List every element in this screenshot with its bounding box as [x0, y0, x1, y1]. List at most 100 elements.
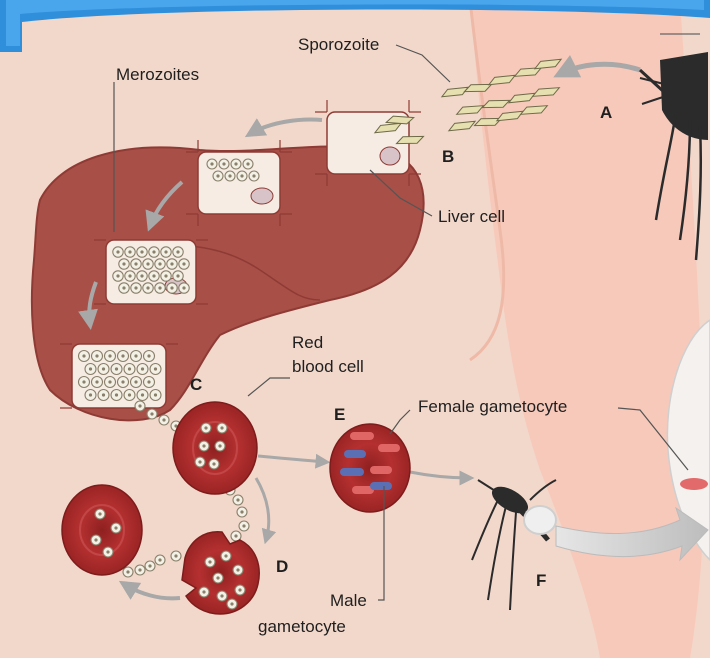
- female-gametocyte-3: [370, 466, 392, 474]
- merozoite-nucleus: [134, 380, 137, 383]
- stage-f-letter: F: [536, 571, 546, 590]
- stage-b-letter: B: [442, 147, 454, 166]
- merozoite-nucleus: [176, 250, 179, 253]
- sporozoite-label: Sporozoite: [298, 35, 379, 54]
- male-gametocyte-2: [340, 468, 364, 476]
- merozoite-nucleus: [234, 534, 237, 537]
- stage-e-letter: E: [334, 405, 345, 424]
- merozoite-nucleus: [122, 262, 125, 265]
- merozoite-nucleus: [236, 568, 239, 571]
- merozoite-nucleus: [138, 404, 141, 407]
- merozoite-nucleus: [89, 393, 92, 396]
- merozoite-nucleus: [216, 174, 219, 177]
- merozoite-nucleus: [141, 367, 144, 370]
- merozoite-nucleus: [162, 418, 165, 421]
- merozoite-nucleus: [82, 380, 85, 383]
- merozoite-nucleus: [146, 262, 149, 265]
- merozoite-nucleus: [202, 590, 205, 593]
- merozoite-nucleus: [126, 570, 129, 573]
- male-gametocyte-label-line2: gametocyte: [258, 617, 346, 636]
- merozoite-nucleus: [128, 250, 131, 253]
- merozoite-nucleus: [122, 286, 125, 289]
- merozoite-nucleus: [102, 393, 105, 396]
- merozoite-nucleus: [148, 564, 151, 567]
- merozoite-nucleus: [158, 262, 161, 265]
- merozoite-nucleus: [115, 393, 118, 396]
- merozoite-nucleus: [218, 444, 221, 447]
- merozoite-nucleus: [94, 538, 97, 541]
- female-gametocyte-label: Female gametocyte: [418, 397, 567, 416]
- merozoite-nucleus: [176, 274, 179, 277]
- merozoite-nucleus: [170, 286, 173, 289]
- mosquito-f-gut-highlight: [524, 506, 556, 534]
- merozoite-nucleus: [128, 367, 131, 370]
- red-blood-cell-left: [62, 485, 142, 575]
- merozoite-nucleus: [252, 174, 255, 177]
- merozoite-nucleus: [158, 286, 161, 289]
- merozoite-nucleus: [134, 286, 137, 289]
- female-gametocyte-2: [378, 444, 400, 452]
- red-blood-cell-label-line2: blood cell: [292, 357, 364, 376]
- merozoite-nucleus: [141, 393, 144, 396]
- merozoite-nucleus: [154, 367, 157, 370]
- merozoite-nucleus: [216, 576, 219, 579]
- merozoite-nucleus: [230, 602, 233, 605]
- merozoite-nucleus: [116, 274, 119, 277]
- red-blood-cell-label-line1: Red: [292, 333, 323, 352]
- merozoite-nucleus: [106, 550, 109, 553]
- merozoite-nucleus: [224, 554, 227, 557]
- merozoite-nucleus: [128, 393, 131, 396]
- merozoite-nucleus: [114, 526, 117, 529]
- merozoite-nucleus: [121, 380, 124, 383]
- merozoite-nucleus: [208, 560, 211, 563]
- merozoites-label: Merozoites: [116, 65, 199, 84]
- female-gametocyte-1: [350, 432, 374, 440]
- merozoite-nucleus: [152, 274, 155, 277]
- merozoite-nucleus: [134, 354, 137, 357]
- merozoite-nucleus: [152, 250, 155, 253]
- merozoite-nucleus: [116, 250, 119, 253]
- merozoite-nucleus: [115, 367, 118, 370]
- male-gametocyte-1: [344, 450, 366, 458]
- merozoite-nucleus: [95, 354, 98, 357]
- merozoite-nucleus: [212, 462, 215, 465]
- stage-c-letter: C: [190, 375, 202, 394]
- merozoite-nucleus: [174, 554, 177, 557]
- merozoite-nucleus: [95, 380, 98, 383]
- merozoite-nucleus: [164, 250, 167, 253]
- liver-cell-label: Liver cell: [438, 207, 505, 226]
- merozoite-nucleus: [182, 286, 185, 289]
- merozoite-nucleus: [182, 262, 185, 265]
- stage-a-letter: A: [600, 103, 612, 122]
- merozoite-nucleus: [154, 393, 157, 396]
- merozoite-nucleus: [140, 274, 143, 277]
- liver-cell-2: [186, 140, 292, 226]
- merozoite-nucleus: [246, 162, 249, 165]
- merozoite-nucleus: [164, 274, 167, 277]
- merozoite-nucleus: [146, 286, 149, 289]
- merozoite-nucleus: [89, 367, 92, 370]
- merozoite-nucleus: [204, 426, 207, 429]
- merozoite-nucleus: [102, 367, 105, 370]
- merozoite-nucleus: [220, 594, 223, 597]
- merozoite-nucleus: [240, 510, 243, 513]
- stage-d-letter: D: [276, 557, 288, 576]
- merozoite-nucleus: [108, 380, 111, 383]
- merozoite-nucleus: [150, 412, 153, 415]
- merozoite-nucleus: [238, 588, 241, 591]
- merozoite-nucleus: [198, 460, 201, 463]
- merozoite-nucleus: [242, 524, 245, 527]
- merozoite-nucleus: [108, 354, 111, 357]
- merozoite-nucleus: [236, 498, 239, 501]
- merozoite-nucleus: [82, 354, 85, 357]
- merozoite-nucleus: [138, 568, 141, 571]
- merozoite-nucleus: [210, 162, 213, 165]
- merozoite-nucleus: [234, 162, 237, 165]
- male-gametocyte-label-line1: Male: [330, 591, 367, 610]
- merozoite-nucleus: [228, 174, 231, 177]
- merozoite-nucleus: [147, 380, 150, 383]
- merozoite-nucleus: [240, 174, 243, 177]
- merozoite-nucleus: [134, 262, 137, 265]
